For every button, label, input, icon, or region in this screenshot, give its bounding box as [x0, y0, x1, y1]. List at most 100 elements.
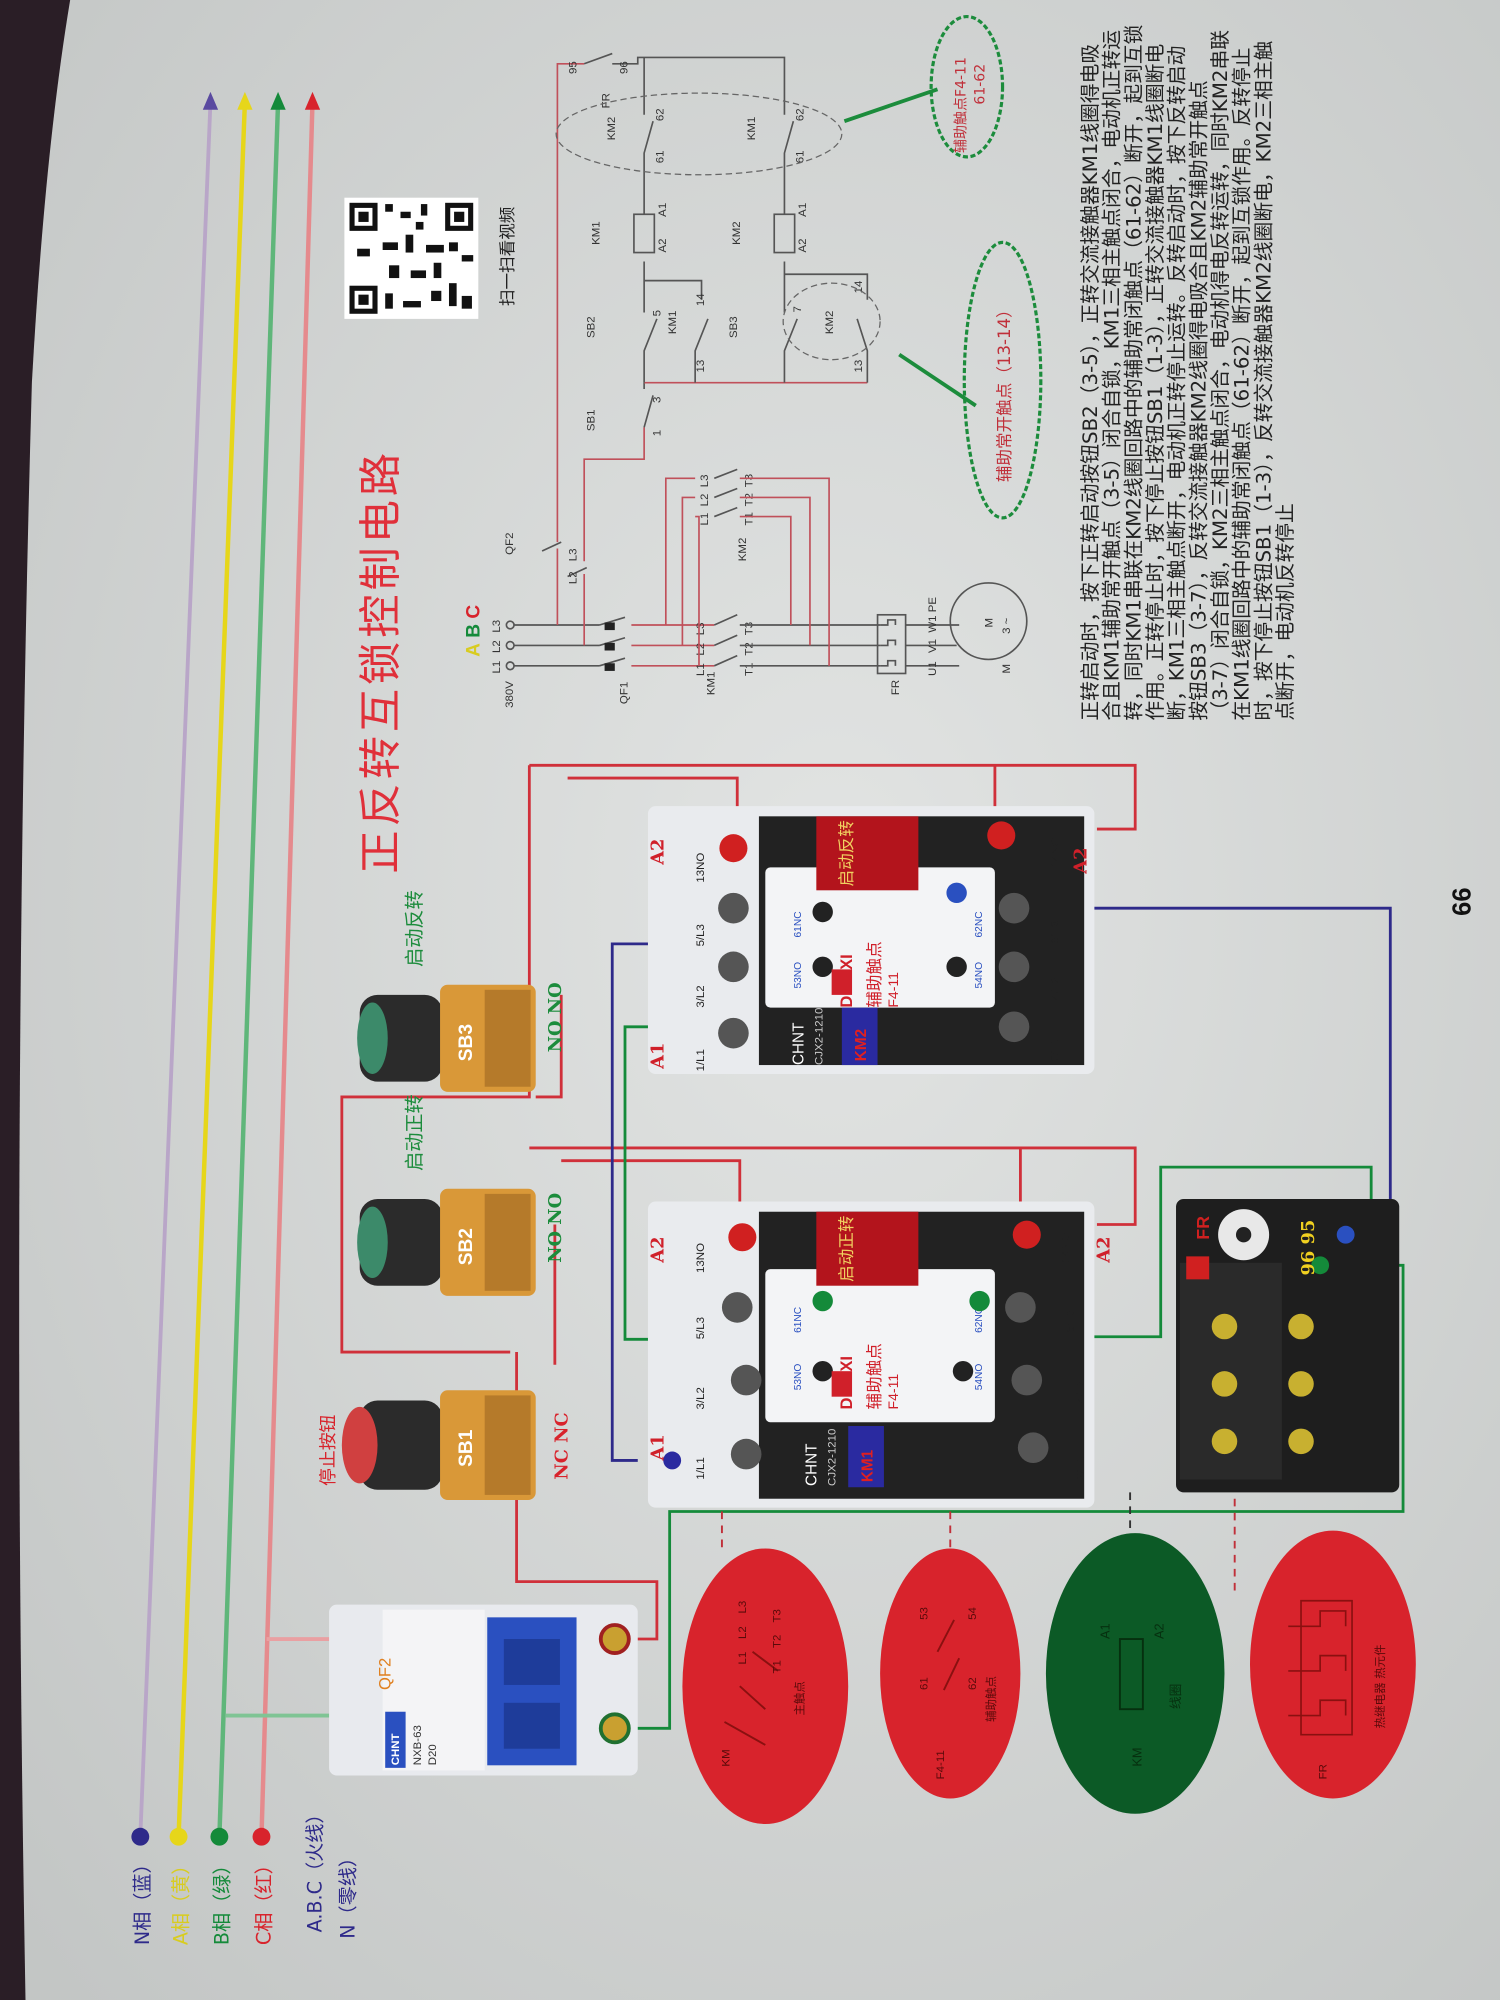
callout-arrow	[843, 87, 939, 123]
fr-thermal-relay[interactable]: FR 96 95	[1176, 1198, 1400, 1493]
sb1-button[interactable]: SB1	[341, 1390, 536, 1500]
km1-contactor[interactable]: 启动正转 DELIXI 辅助触点 F4-11 53NO 61NC 54NO 62…	[647, 1201, 1115, 1508]
callout-nc	[929, 14, 1005, 159]
km2-feed	[664, 477, 700, 666]
sym-62: 62	[967, 1677, 979, 1690]
km1-aux-13: 13	[695, 360, 707, 373]
sb2-name: SB2	[456, 1228, 477, 1265]
legend-b: B相（绿）	[210, 1856, 233, 1946]
km2-coil-a1: A1	[797, 203, 809, 217]
km1-62nc: 62NC	[974, 1307, 985, 1333]
km1-61nc: 61NC	[793, 1307, 804, 1333]
km2-crossover	[739, 477, 830, 666]
sym-l2: L2	[737, 1626, 749, 1639]
km1-aux-label: KM1	[667, 311, 679, 335]
km2-coil-a2: A2	[797, 239, 809, 253]
interlock1-label: KM2	[606, 117, 618, 141]
legend-c: C相（红）	[252, 1855, 275, 1945]
km1-aux-14: 14	[695, 293, 707, 306]
km1-aux-contact	[644, 279, 709, 383]
km2-model: CJX2-1210	[814, 1008, 826, 1065]
control-rail-l2	[583, 427, 645, 562]
description-line: 正转启动时，按下正转启动按钮SB2（3-5），正转交流接触器KM1线圈得电吸	[1079, 44, 1102, 721]
sym-t3: T3	[772, 1609, 784, 1622]
qf2-l3: L3	[568, 548, 580, 561]
km2-contactor[interactable]: 启动反转 DELIXI 辅助触点 F4-11 53NO 61NC 54NO 62…	[647, 806, 1095, 1074]
sym-a1: A1	[1098, 1623, 1113, 1639]
sym-t1: T1	[772, 1660, 784, 1673]
n-phase-line	[138, 101, 213, 1837]
qf2-breaker[interactable]: CHNT QF2 NXB-63 D20	[329, 1604, 638, 1776]
km2-a2-right: A2	[1071, 847, 1092, 874]
interlock1-62: 62	[654, 108, 666, 121]
motor-sub: 3 ~	[1001, 617, 1013, 634]
km2-t-14no: 14NO	[1050, 837, 1062, 867]
motor-v1: V1	[927, 639, 939, 653]
km1-in-l1: L1	[695, 663, 707, 676]
main-bus	[631, 624, 715, 667]
fr-label: FR	[890, 680, 902, 695]
a-phase-line	[176, 101, 248, 1837]
km1-main-label: KM1	[705, 672, 717, 696]
interlock2-61: 61	[795, 150, 807, 163]
qf1-label: QF1	[619, 682, 631, 704]
km2-tag: 启动反转	[837, 820, 856, 886]
a-phase-dot	[169, 1827, 188, 1846]
km1-out-t1: T1	[744, 663, 756, 676]
km1-tag: 启动正转	[837, 1216, 856, 1282]
sb3-button[interactable]: SB3	[357, 984, 536, 1092]
km2-aux-model: F4-11	[885, 972, 901, 1008]
km2-name: KM2	[853, 1029, 870, 1061]
sb3-caption: 启动反转	[403, 890, 426, 967]
description-line: 合且KM1辅助常开触点（3-5）闭合自锁，KM1三相主触点闭合，电动机正转运	[1101, 30, 1124, 721]
symbol-aux-contact: 61 53 62 54 F4-11 辅助触点	[880, 1548, 1021, 1799]
fr-contact	[583, 52, 786, 77]
fr-96: 96	[619, 61, 631, 74]
km1-a2-right: A2	[1094, 1236, 1115, 1263]
km2-brand: CHNT	[791, 1023, 808, 1066]
fr-contact-label: FR	[601, 93, 613, 108]
km1-in-l3: L3	[695, 622, 707, 635]
sb2-button[interactable]: SB2	[357, 1188, 536, 1296]
km1-aux-label: 辅助触点	[865, 1343, 884, 1409]
sym-a2: A2	[1151, 1623, 1166, 1639]
interlock2-62: 62	[795, 108, 807, 121]
fr-name: FR	[1193, 1216, 1213, 1240]
km1-53no: 53NO	[793, 1364, 804, 1391]
callout-no-text: 辅助常开触点（13-14）	[995, 301, 1014, 482]
km1-t-4t2: 4/T2	[1075, 1380, 1087, 1403]
symbol-km-main: L1 L2 L3 T1 T2 T3 KM 主触点	[682, 1548, 849, 1824]
sb1-contact	[643, 382, 654, 428]
wire-red	[529, 763, 1137, 831]
qr-code[interactable]	[344, 197, 479, 319]
km1-coil-label: KM1	[590, 221, 602, 245]
fr-95: 95	[568, 61, 580, 74]
fr-heater	[876, 613, 907, 675]
sym-fr-caption: 热继电器 热元件	[1373, 1644, 1387, 1728]
km2-62nc: 62NC	[974, 911, 985, 937]
km1-in-l2: L2	[695, 643, 707, 656]
km2-out-t2: T2	[744, 493, 756, 506]
description-line: 断，KM1三相主触点断开，电动机正转停止运转。反转启动时，按下反转启动	[1166, 46, 1189, 721]
km2-t-3l2: 3/L2	[695, 985, 707, 1007]
km2-t-6t3: 6/T3	[1050, 921, 1062, 944]
qf2-label: QF2	[504, 533, 516, 555]
wire-red	[529, 1146, 1137, 1226]
interlock2-label: KM1	[746, 117, 758, 141]
schematic: A B C 380V L1 L2 L3 QF1 KM1 L1 L2 L3 T1 …	[464, 14, 1043, 708]
sym-l3: L3	[737, 1601, 749, 1614]
km2-coil-label: KM2	[731, 221, 743, 245]
legend-a: A相（黄）	[170, 1856, 193, 1946]
sb1-caption: 停止按钮	[318, 1414, 339, 1486]
qf2-l2: L2	[568, 571, 580, 584]
km1-t-5l3: 5/L3	[695, 1317, 707, 1339]
interlock1-61: 61	[654, 150, 666, 163]
symbol-coil: A1 A2 KM 线圈	[1045, 1533, 1225, 1814]
callout-no	[962, 240, 1043, 520]
km2-53no: 53NO	[793, 962, 804, 989]
sb3-label: SB3	[728, 316, 740, 338]
sym-53: 53	[918, 1607, 930, 1620]
fr-terminals: 96 95	[1298, 1220, 1319, 1276]
motor-label: M	[983, 618, 995, 628]
